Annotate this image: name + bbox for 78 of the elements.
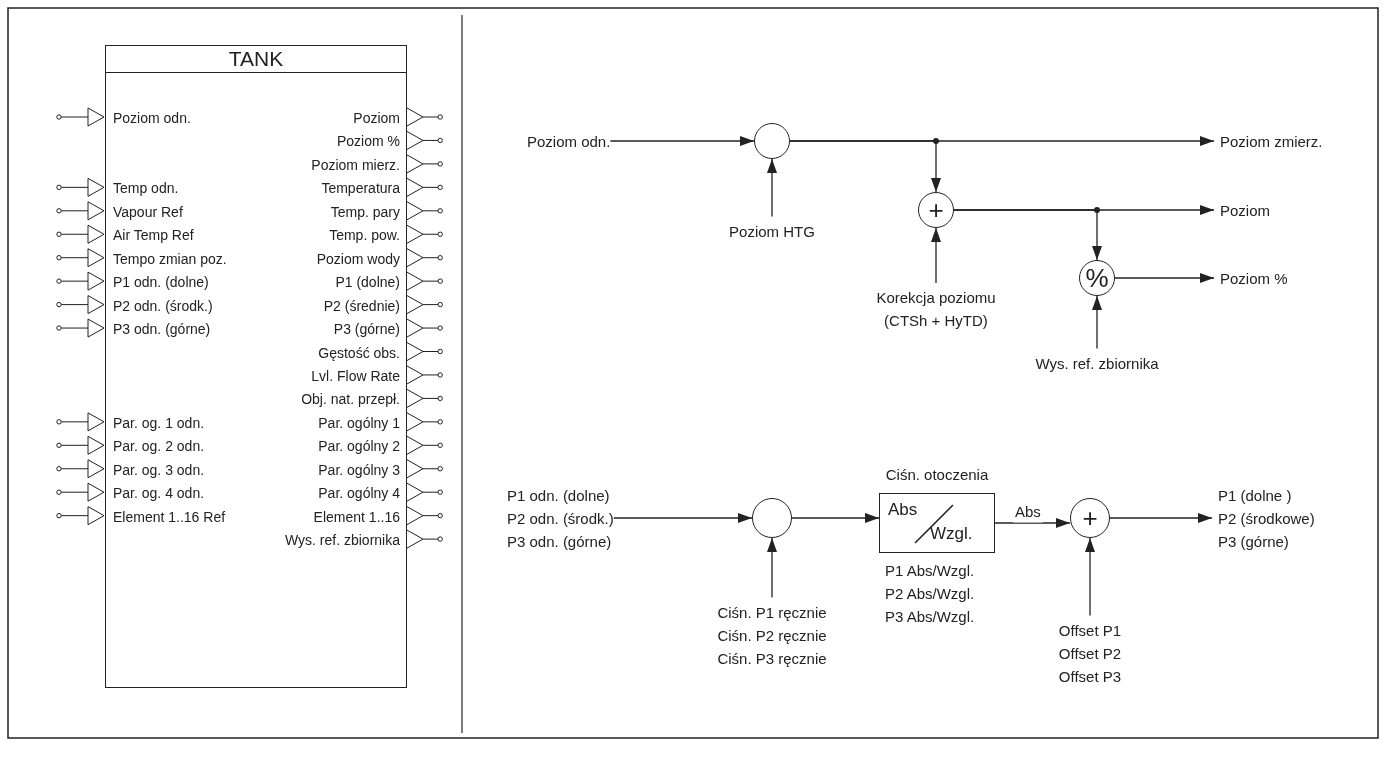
function-block [105,45,407,688]
output-pin-label: P2 (średnie) [323,296,400,315]
input-label: Poziom odn. [527,129,611,153]
block-title: TANK [106,46,406,73]
input-label: Ciśn. P1 ręcznie [717,602,827,623]
output-label: P2 (środkowe) [1218,508,1315,529]
output-pin-label: Poziom % [336,132,400,151]
output-label: Poziom [1220,198,1271,222]
input-label: Offset P3 [1058,666,1122,687]
input-label: P2 odn. (środk.) [507,508,614,529]
output-pin-label: Lvl. Flow Rate [311,366,400,385]
input-label: Poziom HTG [729,219,815,243]
output-pin-label: Par. ogólny 2 [318,437,400,456]
input-pin-label: P2 odn. (środk.) [113,296,213,315]
arrow [609,136,755,146]
arrow [1114,273,1215,283]
output-pin-label: P1 (dolne) [335,273,400,292]
arrow [767,537,777,599]
output-label: P1 (dolne ) [1218,485,1293,506]
output-pin-label: Par. ogólny 3 [318,460,400,479]
input-label: P3 odn. (górne) [507,531,613,552]
mixing-circle [754,123,790,159]
arrow [1085,537,1095,617]
numerator-label: Abs [888,500,918,520]
arrow [1092,295,1102,350]
denominator-label: Wzgl. [930,524,973,544]
input-pin-label: Air Temp Ref [113,226,194,245]
output-pin-label: Poziom wody [316,249,400,268]
input-label: Offset P1 [1058,620,1122,641]
arrow [789,140,941,193]
input-pin-label: Vapour Ref [113,202,183,221]
input-label: Korekcja poziomu (CTSh + HyTD) [861,286,1011,332]
output-label: P3 (górne) [1218,531,1290,552]
input-pin-label: P3 odn. (górne) [113,320,211,339]
caption-text: P2 Abs/Wzgl. [885,583,975,604]
summing-junction-circle: % [1079,260,1115,296]
caption-text: P3 Abs/Wzgl. [885,606,975,627]
arrow [791,513,880,523]
output-pin-label: Gęstość obs. [318,343,400,362]
output-pin-label: Temp. pary [330,202,400,221]
arrow [767,158,777,218]
output-pin-label: Obj. nat. przepł. [301,390,400,409]
caption-text: Ciśn. otoczenia [885,464,989,485]
output-label: Poziom % [1220,266,1288,290]
output-pin-label: Poziom [353,109,400,127]
input-pin-label: Par. og. 2 odn. [113,437,205,456]
summing-junction-circle: + [1070,498,1110,538]
summing-junction-circle: + [918,192,954,228]
input-pin-label: Tempo zmian poz. [113,249,227,268]
output-pin-label: Temp. pow. [329,226,400,245]
input-pin-label: Par. og. 3 odn. [113,460,205,479]
arrow [953,209,1102,261]
output-pin-label: Par. ogólny 4 [318,484,400,503]
input-label: P1 odn. (dolne) [507,485,611,506]
input-pin-label: P1 odn. (dolne) [113,273,209,292]
input-label: Wys. ref. zbiornika [1035,351,1159,375]
arrow [994,518,1071,528]
converter-box [879,493,995,553]
arrow [613,513,753,523]
input-pin-label: Par. og. 4 odn. [113,484,205,503]
input-pin-label: Temp odn. [113,179,179,198]
output-pin-label: P3 (górne) [333,320,400,339]
output-label: Poziom zmierz. [1220,129,1323,153]
output-pin-label: Wys. ref. zbiornika [285,531,400,550]
input-pin-label: Poziom odn. [113,109,191,127]
input-label: Offset P2 [1058,643,1122,664]
output-pin-label: Temperatura [321,179,400,198]
mixing-circle [752,498,792,538]
input-pin-label: Element 1..16 Ref [113,507,226,526]
caption-text: P1 Abs/Wzgl. [885,560,975,581]
output-pin-label: Par. ogólny 1 [318,413,400,432]
arrow [1109,513,1213,523]
output-pin-label: Element 1..16 [313,507,400,526]
arrow [931,227,941,284]
input-label: Ciśn. P3 ręcznie [717,648,827,669]
input-label: Ciśn. P2 ręcznie [717,625,827,646]
output-pin-label: Poziom mierz. [311,155,400,174]
input-pin-label: Par. og. 1 odn. [113,413,205,432]
